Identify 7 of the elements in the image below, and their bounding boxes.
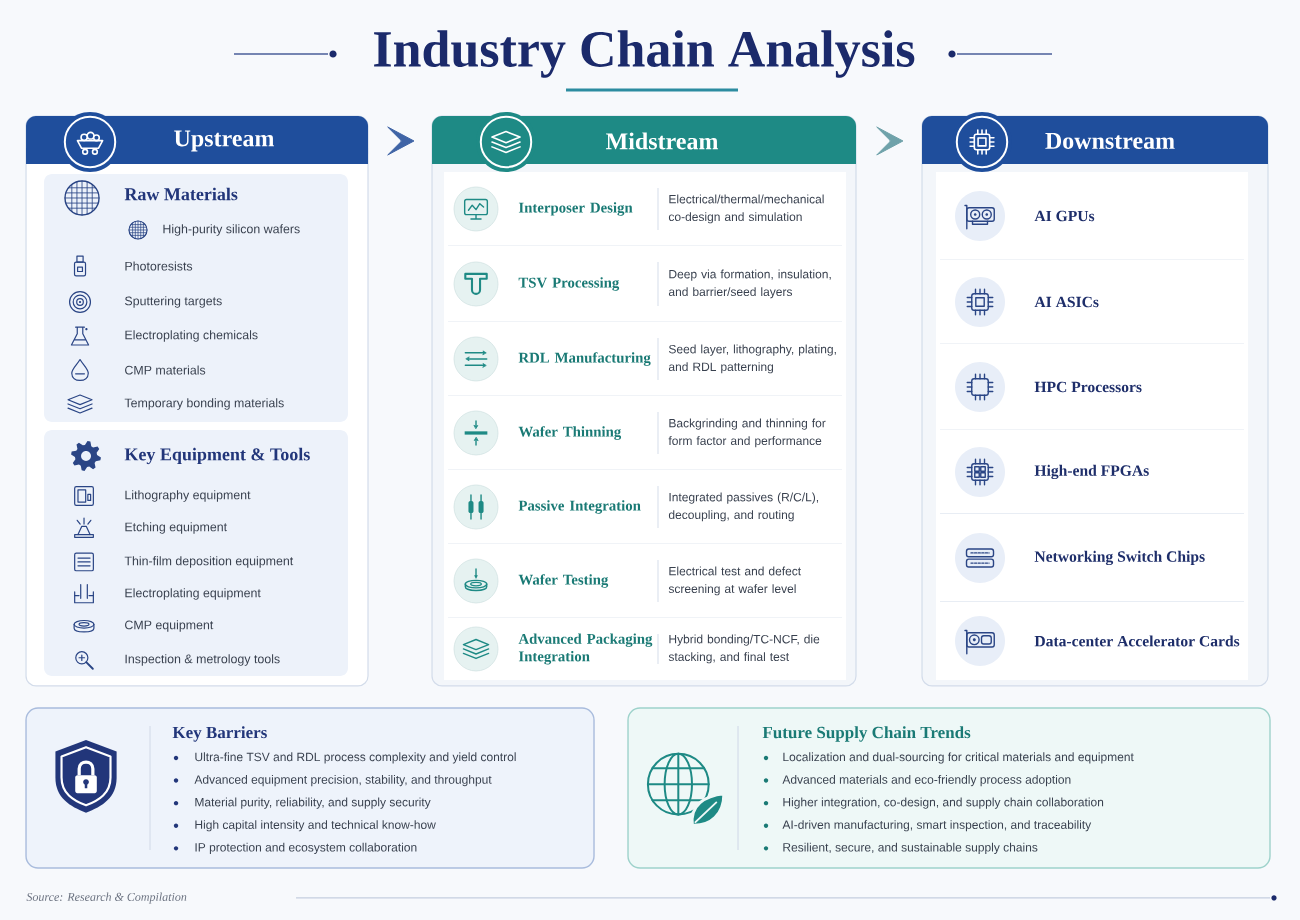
group-heading: Key Equipment & Tools xyxy=(124,447,310,465)
title: Industry Chain Analysis xyxy=(374,30,915,78)
chevron-arrow xyxy=(387,126,415,156)
panel-heading: Future Supply Chain Trends xyxy=(762,726,971,742)
chevron-arrow xyxy=(876,126,904,156)
panel-heading: Key Barriers xyxy=(172,726,267,742)
group-heading: Raw Materials xyxy=(124,187,238,201)
